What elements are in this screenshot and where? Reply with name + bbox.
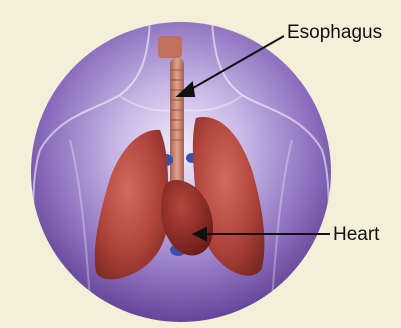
esophagus-label: Esophagus [287, 23, 382, 42]
heart-label: Heart [333, 225, 379, 244]
